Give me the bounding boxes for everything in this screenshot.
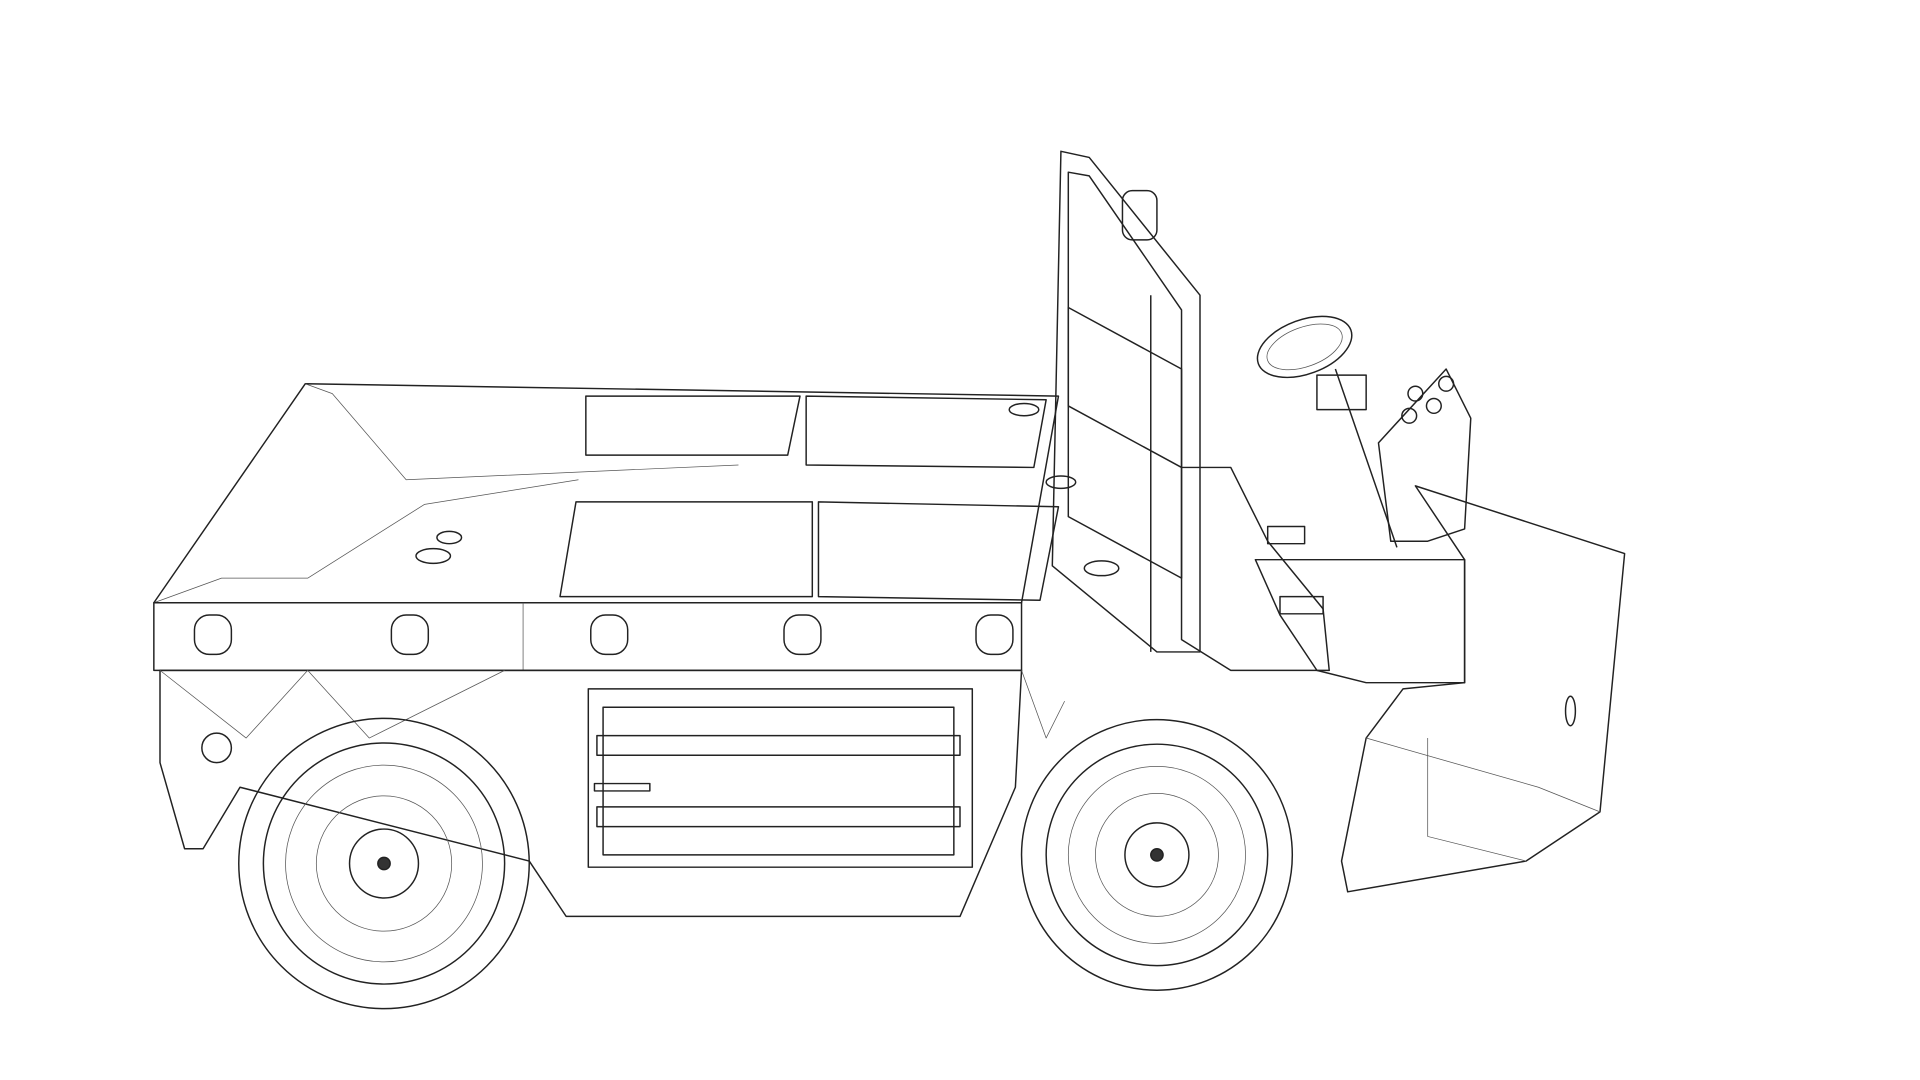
deck-hatch bbox=[817, 501, 1060, 602]
deck-hatch bbox=[585, 395, 801, 456]
deck-hatch bbox=[805, 395, 1047, 469]
beacon-light bbox=[1121, 189, 1158, 241]
cargo-deck bbox=[153, 383, 1120, 604]
deck-hatch bbox=[559, 501, 814, 598]
driver-seat bbox=[1180, 466, 1330, 672]
steering-and-console bbox=[1256, 315, 1472, 548]
rear-wheel bbox=[238, 717, 530, 1010]
headache-rack-panel bbox=[1051, 150, 1201, 653]
front-cowl-and-step bbox=[1254, 485, 1626, 893]
front-wheel bbox=[1020, 718, 1294, 991]
body-side bbox=[153, 601, 1065, 918]
tie-down-rings bbox=[193, 614, 1014, 656]
side-grille bbox=[587, 688, 974, 868]
